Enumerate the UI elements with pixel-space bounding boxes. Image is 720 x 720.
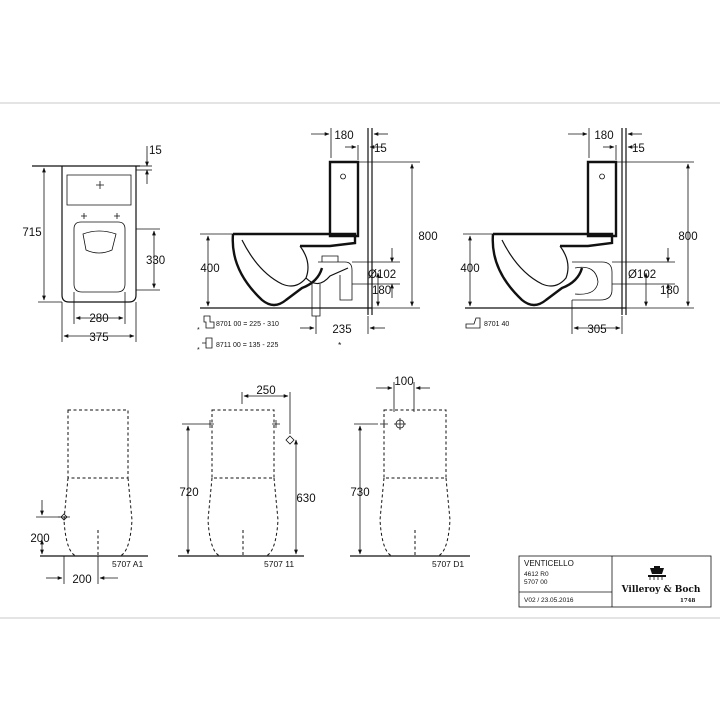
plus-marker xyxy=(114,213,120,219)
dim-305: 305 xyxy=(587,324,606,336)
part-ref-star: * xyxy=(197,347,200,354)
dim-180b-side1: 180 xyxy=(372,285,391,297)
dim-330: 330 xyxy=(146,255,165,267)
part-ref-star: * xyxy=(197,327,200,334)
connector-icon xyxy=(202,337,213,349)
plus-marker xyxy=(272,420,280,428)
connector-icon xyxy=(203,315,215,329)
logo-text: Villeroy & Boch xyxy=(621,585,701,595)
dim-400-side2: 400 xyxy=(460,263,479,275)
part-ref-8711-00: 8711 00 = 135 - 225 xyxy=(216,342,278,349)
cistern-front-11: 250 720 630 5707 11 xyxy=(178,385,316,569)
plus-marker xyxy=(380,420,388,428)
dim-180-side2: 180 xyxy=(594,130,613,142)
plus-marker xyxy=(206,420,214,428)
dim-730: 730 xyxy=(350,487,369,499)
part-ref-8701-00: 8701 00 = 225 - 310 xyxy=(216,321,279,328)
cistern-front-d1: 100 730 5707 D1 xyxy=(350,376,470,569)
dim-800-side1: 800 xyxy=(418,231,437,243)
dim-720: 720 xyxy=(179,487,198,499)
footnote-star: * xyxy=(338,340,342,350)
part-ref-8701-40: 8701 40 xyxy=(484,321,509,328)
dim-100: 100 xyxy=(394,376,413,388)
dim-180b-side2: 180 xyxy=(660,285,679,297)
dim-15-plan: 15 xyxy=(149,145,162,157)
dim-200-horizontal: 200 xyxy=(72,574,91,586)
dim-180-side1: 180 xyxy=(334,130,353,142)
dim-375: 375 xyxy=(89,332,108,344)
cistern-code-11: 5707 11 xyxy=(264,559,294,569)
plan-view: 15 715 330 280 375 xyxy=(22,145,165,344)
dim-280: 280 xyxy=(89,313,108,325)
plus-marker xyxy=(96,181,104,189)
dim-800-side2: 800 xyxy=(678,231,697,243)
product-code-2: 5707 00 xyxy=(524,579,548,586)
plus-marker xyxy=(81,213,87,219)
cistern-code-d1: 5707 D1 xyxy=(432,559,464,569)
dim-235: 235 xyxy=(332,324,351,336)
flush-button-icon xyxy=(394,418,406,430)
dim-200-vertical: 200 xyxy=(30,533,49,545)
cistern-front-a1: 200 200 5707 A1 xyxy=(30,409,148,586)
product-code-1: 4612 R0 xyxy=(524,571,549,578)
dim-250: 250 xyxy=(256,385,275,397)
dim-d102-side1: Ø102 xyxy=(368,269,396,281)
dim-d102-side2: Ø102 xyxy=(628,269,656,281)
villeroy-boch-logo: Villeroy & Boch 1748 xyxy=(621,566,701,604)
connector-icon xyxy=(465,317,481,329)
dim-400-side1: 400 xyxy=(200,263,219,275)
diamond-marker xyxy=(285,435,295,445)
logo-year: 1748 xyxy=(680,598,695,604)
dim-15-side2: 15 xyxy=(632,143,645,155)
dim-715: 715 xyxy=(22,227,41,239)
dim-15-side1: 15 xyxy=(374,143,387,155)
side-view-2: 180 15 800 400 Ø102 180 305 8701 40 xyxy=(460,128,698,336)
product-name: VENTICELLO xyxy=(524,559,574,568)
version-date: V02 / 23.05.2016 xyxy=(524,597,574,604)
dim-630: 630 xyxy=(296,493,315,505)
cistern-code-a1: 5707 A1 xyxy=(112,559,143,569)
side-view-1: 180 15 800 400 Ø102 180 235 * * xyxy=(197,128,438,354)
title-block: VENTICELLO 4612 R0 5707 00 V02 / 23.05.2… xyxy=(518,555,712,608)
